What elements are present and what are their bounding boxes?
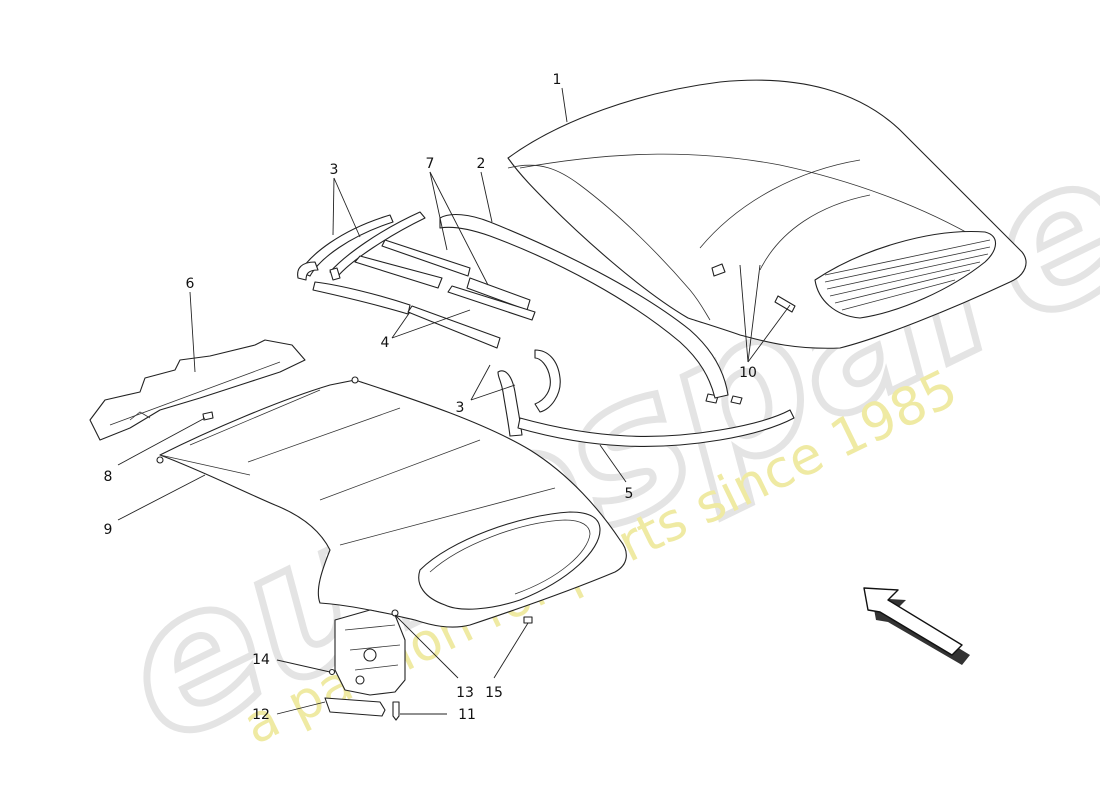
callout-9: 9 xyxy=(104,522,113,538)
part-14-fastener xyxy=(328,668,336,676)
part-3-lower-rail xyxy=(497,349,561,437)
part-13-fastener xyxy=(391,609,399,617)
callout-14: 14 xyxy=(252,652,270,668)
callout-3-upper: 3 xyxy=(330,162,339,178)
callout-4: 4 xyxy=(381,335,390,351)
part-5-side-seal xyxy=(517,409,795,447)
part-12-plate xyxy=(324,697,386,717)
callout-6: 6 xyxy=(186,276,195,292)
part-11-bolt xyxy=(392,701,400,721)
callout-labels: 1 2 3 3 4 5 6 7 8 9 10 11 12 13 14 15 xyxy=(104,72,757,723)
callout-5: 5 xyxy=(625,486,634,502)
leader-lines xyxy=(117,87,791,715)
part-mechanism-hinge xyxy=(334,609,406,696)
callout-1: 1 xyxy=(553,72,562,88)
callout-10: 10 xyxy=(739,365,757,381)
callout-12: 12 xyxy=(252,707,270,723)
part-8-clip xyxy=(202,411,214,421)
callout-7: 7 xyxy=(426,156,435,172)
callout-13: 13 xyxy=(456,685,474,701)
part-9-frame xyxy=(156,376,627,628)
part-4-seals xyxy=(312,255,536,349)
callout-11: 11 xyxy=(458,707,476,723)
part-6-crossmember xyxy=(89,339,306,441)
part-15-clip xyxy=(523,616,533,624)
arrow-icon xyxy=(863,587,970,665)
callout-15: 15 xyxy=(485,685,503,701)
callout-2: 2 xyxy=(477,156,486,172)
callout-3-lower: 3 xyxy=(456,400,465,416)
part-1-soft-top-cover xyxy=(507,79,1027,405)
callout-8: 8 xyxy=(104,469,113,485)
part-3-upper-rails xyxy=(297,211,426,281)
part-2-roof-strip xyxy=(439,213,729,399)
